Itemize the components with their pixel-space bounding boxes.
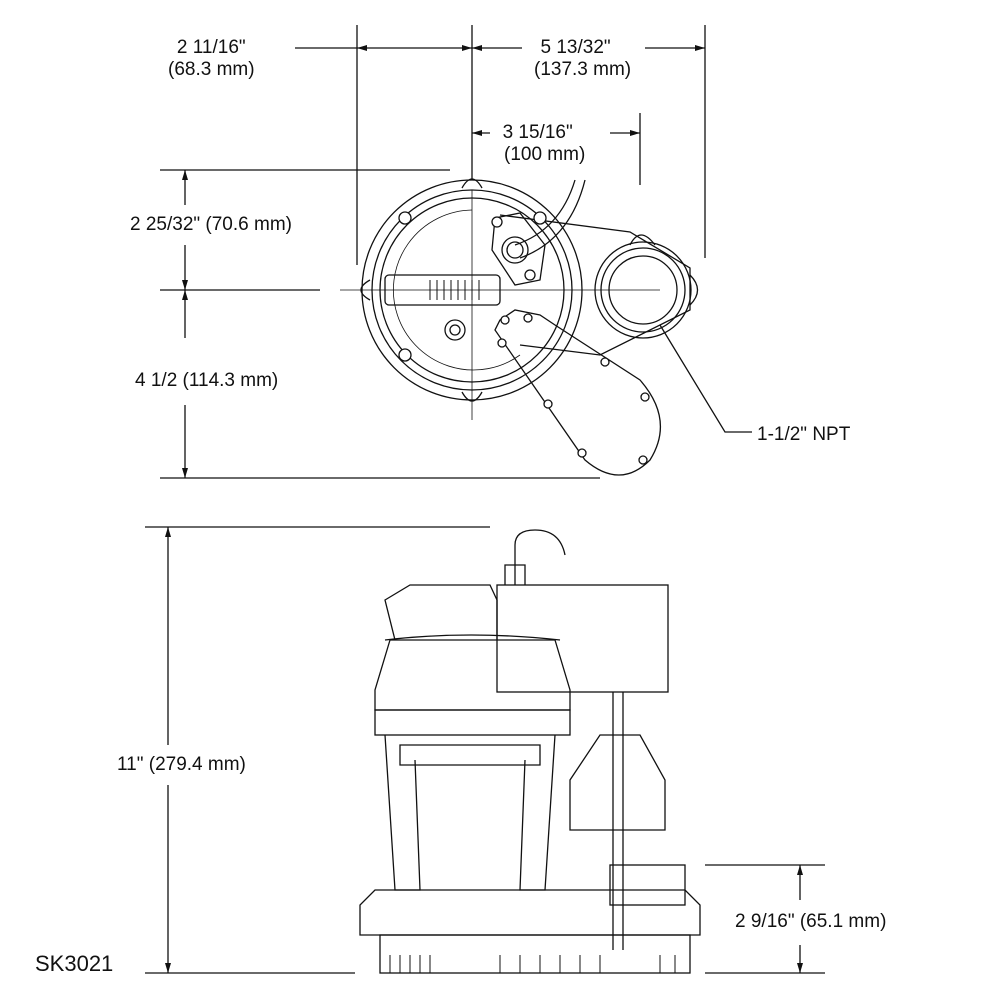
width-left-inch: 2 11/16" [176,37,246,58]
top-view-pump [340,178,752,476]
side-view-pump [359,529,701,974]
height-dimension-lines [145,526,825,974]
height-total-label: 11" (279.4 mm) [117,754,246,775]
width-right-mm: (137.3 mm) [534,59,632,80]
width-left-label: 2 11/16" (68.3 mm) [168,37,255,81]
width-right-inch: 5 13/32" [540,37,611,58]
discharge-offset-mm: (100 mm) [504,144,586,165]
depth-top-label: 2 25/32" (70.6 mm) [130,214,292,235]
model-number: SK3021 [35,951,114,976]
depth-dimension-lines [160,169,600,479]
top-dimension-lines [295,25,706,265]
discharge-offset-inch: 3 15/16" [502,122,573,143]
width-right-label: 5 13/32" (137.3 mm) [520,37,631,81]
intake-height-label: 2 9/16" (65.1 mm) [735,911,887,932]
width-left-mm: (68.3 mm) [168,59,255,80]
npt-leader-line [659,324,752,433]
discharge-offset-label: 3 15/16" (100 mm) [490,122,586,166]
discharge-npt-label: 1-1/2" NPT [757,424,851,445]
depth-bottom-label: 4 1/2 (114.3 mm) [135,370,279,391]
